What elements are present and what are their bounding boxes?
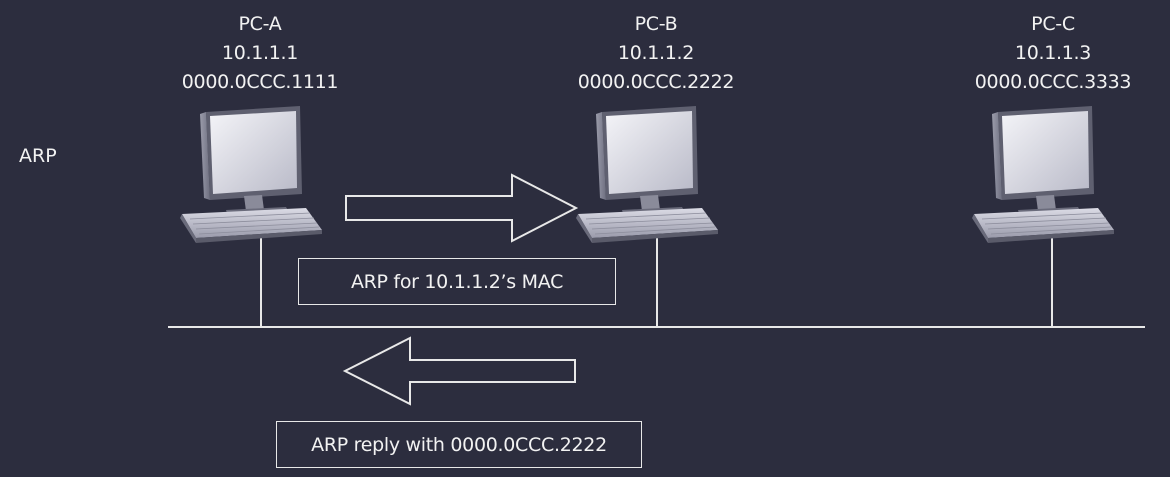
host-ip: 10.1.1.1: [221, 42, 299, 64]
host-label-pc-c: PC-C 10.1.1.3 0000.0CCC.3333: [933, 10, 1170, 97]
host-mac: 0000.0CCC.2222: [577, 71, 735, 93]
protocol-label: ARP: [19, 145, 57, 167]
host-name: PC-B: [634, 13, 678, 35]
arp-request-text: ARP for 10.1.1.2’s MAC: [350, 270, 564, 293]
host-name: PC-C: [1031, 13, 1075, 35]
host-ip: 10.1.1.2: [617, 42, 695, 64]
host-mac: 0000.0CCC.1111: [181, 71, 339, 93]
host-ip: 10.1.1.3: [1014, 42, 1092, 64]
arp-reply-message: ARP reply with 0000.0CCC.2222: [276, 421, 642, 468]
desktop-computer-icon: [971, 105, 1115, 244]
desktop-computer-icon: [179, 105, 323, 244]
left-arrow-icon: [342, 336, 576, 406]
right-arrow-icon: [345, 173, 579, 243]
desktop-computer-icon: [575, 105, 719, 244]
host-label-pc-b: PC-B 10.1.1.2 0000.0CCC.2222: [536, 10, 776, 97]
arp-request-message: ARP for 10.1.1.2’s MAC: [298, 258, 616, 305]
host-mac: 0000.0CCC.3333: [974, 71, 1132, 93]
host-name: PC-A: [238, 13, 282, 35]
arp-reply-text: ARP reply with 0000.0CCC.2222: [311, 433, 607, 456]
host-label-pc-a: PC-A 10.1.1.1 0000.0CCC.1111: [140, 10, 380, 97]
